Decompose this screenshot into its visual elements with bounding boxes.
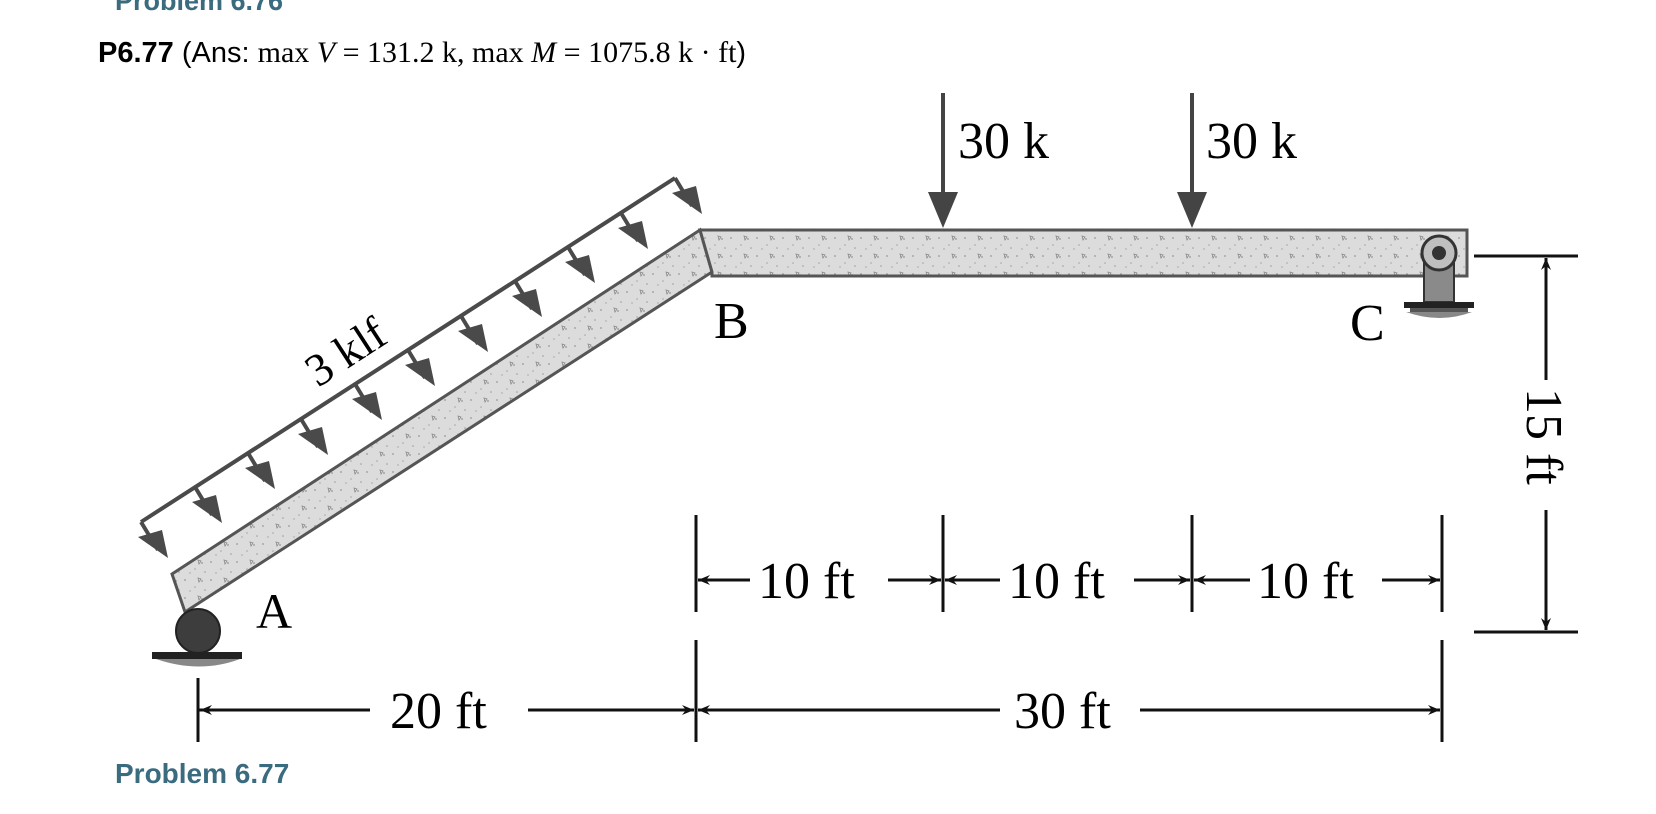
point-load-2 (1177, 93, 1207, 228)
load-arrow (672, 176, 702, 214)
dimension-lines-bottom (196, 640, 1444, 742)
var-v: V (316, 36, 336, 69)
point-c-label: C (1350, 295, 1385, 352)
dimension-10ft-3: 10 ft (1257, 553, 1354, 610)
load-arrow (458, 314, 488, 352)
inclined-member-ab (170, 227, 714, 615)
load-arrow (298, 417, 328, 455)
distributed-load-label: 3 klf (296, 307, 396, 397)
dimension-10ft-2: 10 ft (1008, 553, 1105, 610)
distributed-load-arrows (138, 176, 702, 558)
max-word: max (257, 36, 317, 69)
answer-prefix: (Ans: (181, 37, 258, 69)
dimension-10ft-1: 10 ft (758, 553, 855, 610)
max-moment-value: = 1075.8 k · ft (556, 36, 737, 69)
point-b-label: B (714, 293, 749, 350)
load-arrow (512, 279, 542, 317)
answer-max-moment: max M = 1075.8 k · ft (472, 36, 736, 69)
point-load-2-label: 30 k (1206, 113, 1297, 170)
point-load-1 (928, 93, 958, 228)
previous-figure-caption: Problem 6.76 (115, 0, 284, 16)
problem-statement: P6.77 (Ans: max V = 131.2 k, max M = 107… (98, 36, 746, 70)
load-arrow (405, 348, 435, 386)
load-arrow (138, 520, 168, 558)
var-m: M (531, 36, 557, 69)
answer-close-paren: ) (736, 37, 747, 69)
dimension-20ft: 20 ft (390, 683, 487, 740)
horizontal-member-bc (698, 228, 1469, 278)
load-arrow (245, 451, 275, 489)
max-shear-value: = 131.2 k (335, 36, 458, 69)
dimension-lines-middle (694, 515, 1444, 612)
point-a-label: A (256, 583, 292, 639)
problem-id: P6.77 (98, 37, 174, 69)
answer-max-shear: max V = 131.2 k (258, 36, 457, 69)
load-arrow (192, 485, 222, 523)
max-word: max (472, 36, 532, 69)
load-arrow (352, 382, 382, 420)
dimension-30ft: 30 ft (1014, 683, 1111, 740)
load-arrow (565, 245, 595, 283)
dimension-line-vertical (1474, 254, 1578, 634)
load-arrow (618, 211, 648, 249)
roller-support-a (152, 608, 242, 667)
point-load-1-label: 30 k (958, 113, 1049, 170)
figure-caption: Problem 6.77 (115, 758, 290, 789)
pin-support-c (1404, 234, 1474, 318)
dimension-15ft: 15 ft (1515, 388, 1572, 485)
answer-comma: , (457, 36, 473, 69)
